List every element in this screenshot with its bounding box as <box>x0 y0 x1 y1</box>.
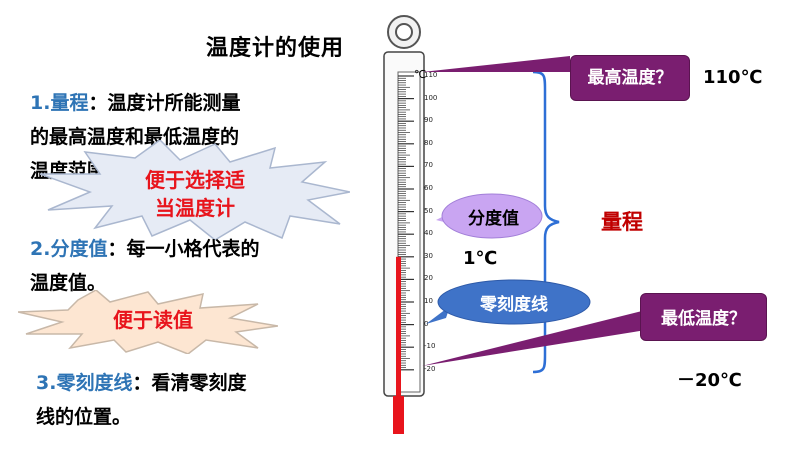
section-zero-text-2: 线的位置。 <box>36 406 132 428</box>
section-zero-term: 3.零刻度线 <box>36 372 133 394</box>
section-division: 2.分度值：每一小格代表的 温度值。 <box>30 232 330 300</box>
burst-select <box>40 140 350 240</box>
tick-label: 30 <box>424 251 433 260</box>
tick-label: 0 <box>424 319 429 328</box>
division-label: 分度值 <box>468 209 519 229</box>
max-callout-pointer <box>422 56 570 72</box>
section-range-text-2: 的最高温度和最低温度的 <box>30 126 240 148</box>
min-temp-callout: 最低温度？ <box>640 293 767 341</box>
max-temp-callout: 最高温度？ <box>570 55 690 101</box>
section-division-text-2: 温度值。 <box>30 272 107 294</box>
tick-label: 80 <box>424 138 433 147</box>
tick-label: 10 <box>424 297 433 305</box>
range-brace <box>532 70 560 374</box>
min-temp-value: －20℃ <box>677 370 742 391</box>
section-zero: 3.零刻度线：看清零刻度 线的位置。 <box>36 366 336 434</box>
tick-label: 20 <box>424 274 433 283</box>
tick-label: 100 <box>424 93 438 102</box>
min-callout-pointer <box>422 310 646 366</box>
burst-read-label: 便于读值 <box>113 308 193 332</box>
zero-label: 零刻度线 <box>480 295 548 315</box>
thermometer-unit: ℃ <box>414 68 426 81</box>
range-label: 量程 <box>601 210 643 234</box>
thermometer-liquid <box>396 256 401 396</box>
tick-label: 110 <box>424 71 438 79</box>
section-range-term: 1.量程 <box>30 92 89 114</box>
burst-select-label: 便于选择适 当温度计 <box>145 168 245 220</box>
section-range: 1.量程：温度计所能测量 的最高温度和最低温度的 温度范围。 <box>30 86 330 188</box>
zero-oval <box>426 279 591 325</box>
thermometer: ℃ <box>383 15 426 434</box>
tick-label: -20 <box>424 364 436 373</box>
thermometer-bulb <box>393 396 404 434</box>
division-value: 1℃ <box>463 248 498 269</box>
tick-label: 60 <box>424 184 433 192</box>
tick-label: 90 <box>424 116 433 125</box>
max-temp-value: 110℃ <box>703 67 763 88</box>
tick-label: 50 <box>424 206 433 215</box>
burst-read <box>18 290 278 354</box>
section-division-term: 2.分度值 <box>30 238 108 260</box>
section-range-text: ：温度计所能测量 <box>88 92 241 114</box>
tick-label: 70 <box>424 161 433 170</box>
section-division-text: ：每一小格代表的 <box>107 238 260 260</box>
page-title: 温度计的使用 <box>206 36 345 61</box>
section-zero-text: ：看清零刻度 <box>132 372 247 394</box>
tick-label: 40 <box>424 229 433 238</box>
division-oval <box>436 193 543 239</box>
tick-label: -10 <box>424 342 436 351</box>
